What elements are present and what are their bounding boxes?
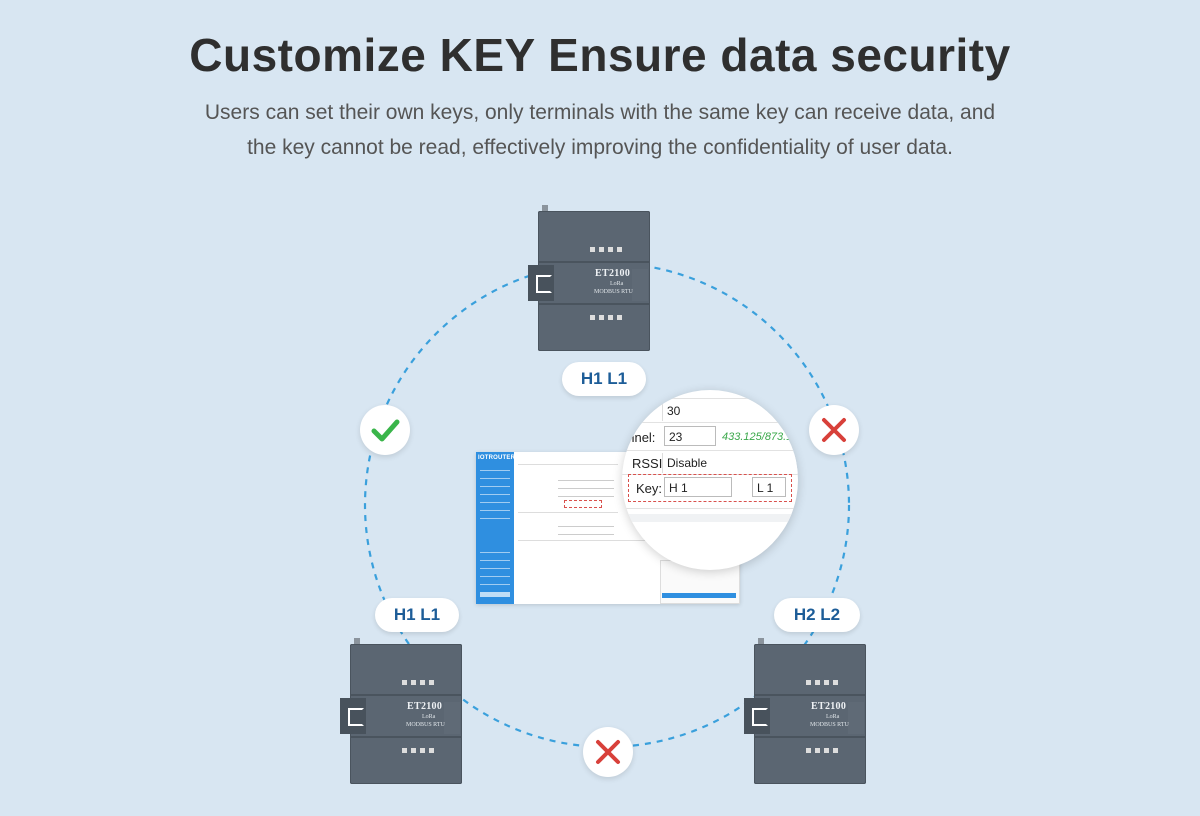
software-sidebar: IOTROUTER <box>476 452 516 604</box>
device-top: ET2100 LoRa MODBUS RTU <box>528 205 654 355</box>
key-settings-magnifier: r: 30 annel: 23 433.125/873.12 RSSI: Dis… <box>622 390 798 570</box>
rssi-label: RSSI: <box>632 456 666 471</box>
key-low-field[interactable]: L 1 <box>752 477 786 497</box>
page-title: Customize KEY Ensure data security <box>189 29 1011 81</box>
key-label-top: H1 L1 <box>562 362 646 396</box>
device-bottom-right-sub2: MODBUS RTU <box>810 722 849 728</box>
device-top-sub2: MODBUS RTU <box>594 289 633 295</box>
device-bottom-left-sub2: MODBUS RTU <box>406 722 445 728</box>
software-logo: IOTROUTER <box>478 455 516 461</box>
device-top-model: ET2100 <box>595 268 631 279</box>
subtitle-line-1: Users can set their own keys, only termi… <box>204 101 996 124</box>
device-bottom-right-model: ET2100 <box>811 701 847 712</box>
cross-icon <box>822 418 846 442</box>
key-label: Key: <box>636 481 663 496</box>
frequency-hint: 433.125/873.12 <box>722 431 798 443</box>
row2-label: annel: <box>622 430 656 445</box>
row1-field[interactable]: 30 <box>662 401 798 421</box>
key-highlight-box <box>628 474 792 502</box>
key-high-field[interactable]: H 1 <box>664 477 732 497</box>
cross-icon <box>596 740 620 764</box>
subtitle-line-2: the key cannot be read, effectively impr… <box>247 136 953 159</box>
device-bottom-right: ET2100 LoRa MODBUS RTU <box>744 638 870 788</box>
page-subtitle: Users can set their own keys, only termi… <box>150 95 1050 165</box>
device-bottom-right-sub1: LoRa <box>826 714 840 720</box>
check-icon <box>371 419 400 442</box>
device-bottom-left: ET2100 LoRa MODBUS RTU <box>340 638 466 788</box>
key-label-bottom-right: H2 L2 <box>774 598 860 632</box>
key-label-bottom-left: H1 L1 <box>375 598 459 632</box>
channel-field[interactable]: 23 <box>664 426 716 446</box>
device-bottom-left-sub1: LoRa <box>422 714 436 720</box>
device-bottom-left-model: ET2100 <box>407 701 443 712</box>
link-left-status <box>360 405 410 455</box>
rssi-select[interactable]: Disable <box>662 453 798 473</box>
link-right-status <box>809 405 859 455</box>
device-top-sub1: LoRa <box>610 281 624 287</box>
link-bottom-status <box>583 727 633 777</box>
row1-label: r: <box>622 404 628 419</box>
